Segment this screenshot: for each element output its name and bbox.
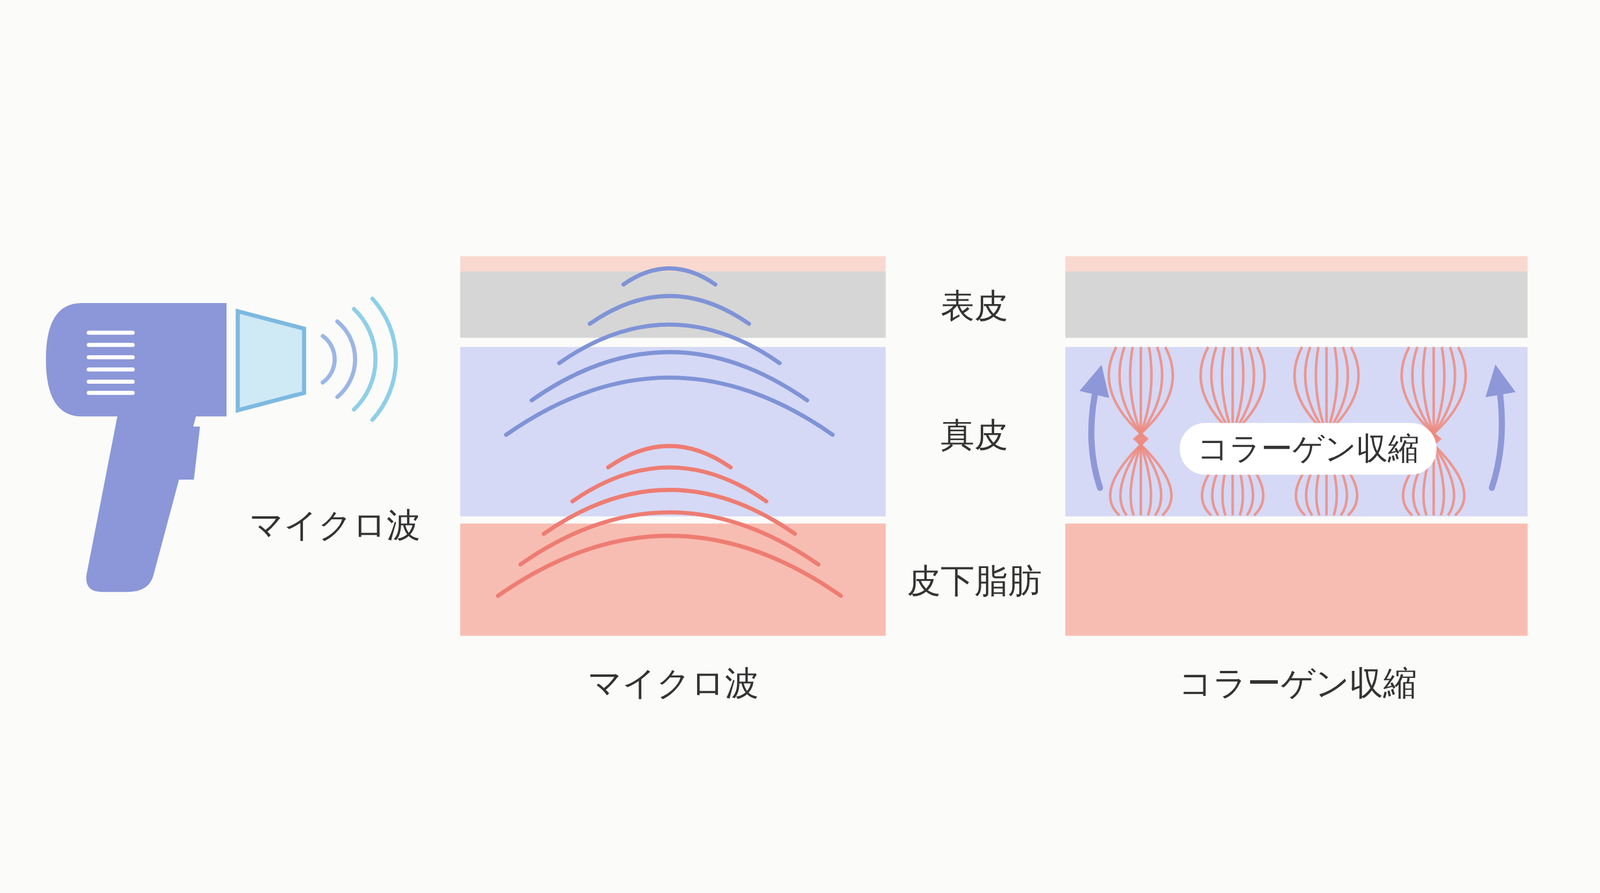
wave-arc bbox=[572, 467, 767, 502]
collagen-fibers bbox=[1108, 347, 1466, 516]
wave-arc bbox=[497, 536, 841, 596]
wave-arc bbox=[623, 268, 716, 285]
node-text: コラーゲン収縮 bbox=[1197, 430, 1420, 469]
lift-arrows bbox=[1091, 379, 1502, 488]
wave-arc bbox=[354, 308, 376, 410]
label: 表皮 bbox=[940, 286, 1009, 327]
skin-section-right bbox=[1065, 256, 1528, 637]
collagen-fiber bbox=[1429, 347, 1456, 516]
emitted-waves bbox=[322, 298, 396, 420]
microwave-device bbox=[45, 302, 305, 592]
collagen-fiber bbox=[1136, 347, 1163, 516]
wave-arc bbox=[337, 321, 356, 398]
label: マイクロ波 bbox=[249, 505, 421, 546]
wave-arc bbox=[608, 445, 731, 468]
label: 皮下脂肪 bbox=[906, 561, 1042, 603]
skin-section-left bbox=[460, 256, 887, 637]
wave-arc bbox=[589, 295, 749, 324]
wave-arc bbox=[506, 377, 834, 435]
wave-arc bbox=[322, 336, 335, 383]
label: マイクロ波 bbox=[587, 663, 759, 705]
pill-label: コラーゲン収縮 bbox=[1179, 423, 1437, 475]
label: 真皮 bbox=[940, 415, 1009, 457]
collagen-fiber bbox=[1134, 347, 1174, 516]
wave-arc bbox=[559, 324, 780, 363]
label: コラーゲン収縮 bbox=[1178, 663, 1417, 705]
microwave-arcs bbox=[497, 268, 841, 596]
wave-arc bbox=[372, 298, 396, 420]
collagen-fiber bbox=[1427, 347, 1466, 516]
